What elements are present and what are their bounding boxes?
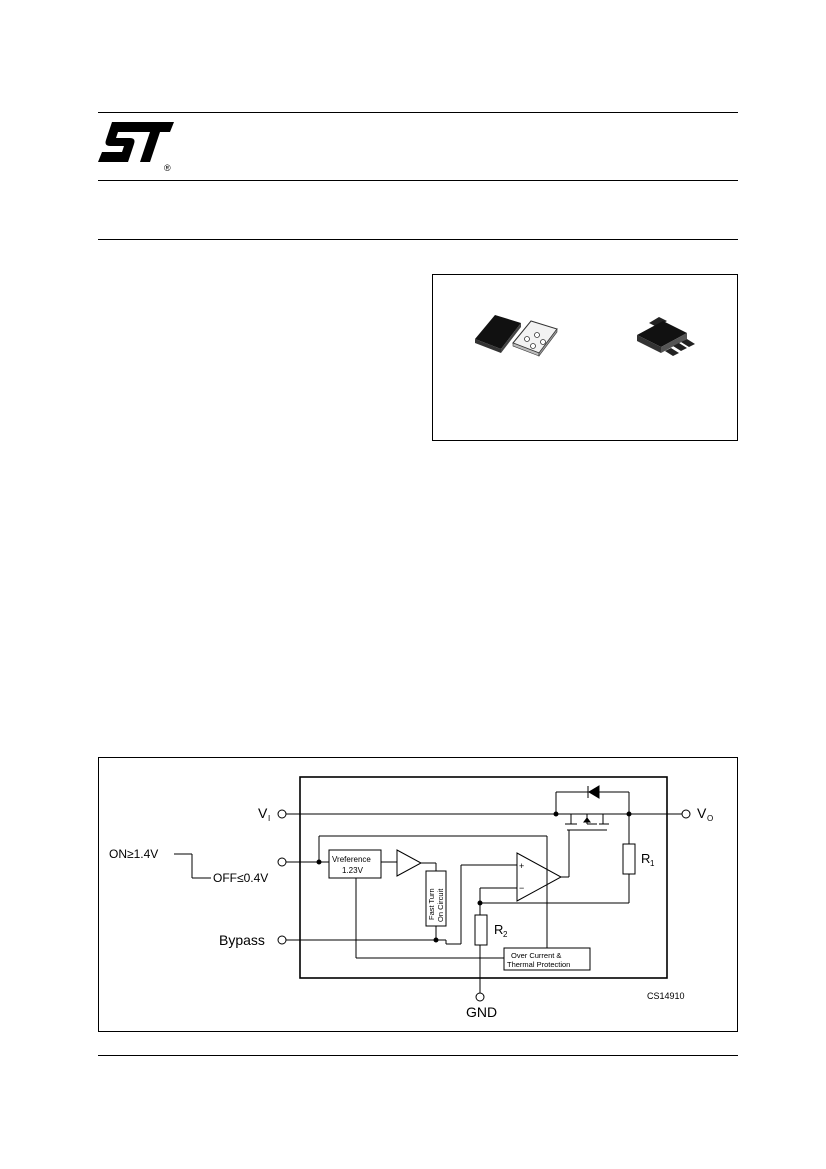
vo-label: V — [697, 805, 707, 821]
vi-subscript: I — [268, 814, 270, 823]
protection-label-line1: Over Current & — [511, 951, 561, 960]
protection-block — [503, 947, 591, 971]
on-circuit-label: On Circuit — [436, 888, 445, 922]
r1-label: R — [641, 851, 650, 866]
r2-subscript: 2 — [503, 930, 508, 939]
on-threshold-label: ON≥1.4V — [109, 847, 158, 861]
vo-subscript: O — [707, 814, 713, 823]
title-bottom-rule — [98, 239, 738, 240]
amp-plus-sign: + — [519, 861, 524, 871]
fast-turn-label: Fast Turn — [427, 888, 436, 920]
dfn-package-image — [475, 315, 558, 357]
protection-label-line2: Thermal Protection — [507, 960, 570, 969]
error-amplifier — [516, 852, 563, 902]
gnd-pin-terminal — [475, 992, 485, 1002]
vi-label: V — [258, 805, 268, 821]
bypass-pin-terminal — [277, 935, 287, 945]
vreference-block — [328, 849, 382, 879]
diode-symbol — [588, 785, 600, 799]
package-images-box — [432, 274, 738, 441]
vreference-label: Vreference — [332, 855, 371, 864]
footer-rule — [98, 1055, 738, 1056]
top-rule — [98, 112, 738, 113]
registered-mark: ® — [164, 163, 171, 173]
diagram-code: CS14910 — [647, 991, 685, 1001]
vi-pin-terminal — [277, 809, 287, 819]
r1-resistor — [622, 843, 636, 875]
vo-pin-terminal — [681, 809, 691, 819]
st-logo: ® — [98, 122, 174, 173]
off-threshold-label: OFF≤0.4V — [213, 871, 268, 885]
block-diagram: V I V O ON≥1.4V OFF≤0.4V Bypass GND Vref… — [109, 776, 713, 1020]
block-diagram-box: V I V O ON≥1.4V OFF≤0.4V Bypass GND Vref… — [98, 757, 738, 1032]
ic-outline — [299, 776, 668, 979]
header-bottom-rule — [98, 180, 738, 181]
vreference-voltage: 1.23V — [342, 866, 364, 875]
bypass-label: Bypass — [219, 932, 265, 948]
buffer-amplifier — [396, 849, 423, 877]
sot223-package-image — [637, 317, 695, 356]
r2-label: R — [494, 922, 503, 937]
r1-subscript: 1 — [650, 859, 655, 868]
r2-resistor — [474, 914, 488, 946]
gnd-label: GND — [466, 1004, 497, 1020]
amp-minus-sign: − — [519, 883, 524, 893]
enable-pin-terminal — [277, 857, 287, 867]
